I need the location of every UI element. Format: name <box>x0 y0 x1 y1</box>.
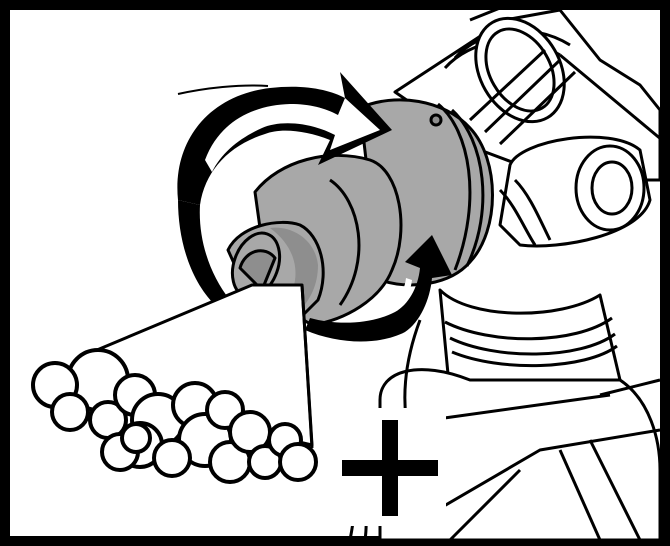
bubble <box>52 394 88 430</box>
bubble <box>280 444 316 480</box>
plus-horizontal-bar <box>342 460 438 476</box>
knob-face-inner <box>592 162 632 214</box>
bubble <box>154 440 190 476</box>
plus-icon <box>336 408 446 526</box>
bubble <box>122 424 150 452</box>
nozzle-pin <box>431 115 441 125</box>
